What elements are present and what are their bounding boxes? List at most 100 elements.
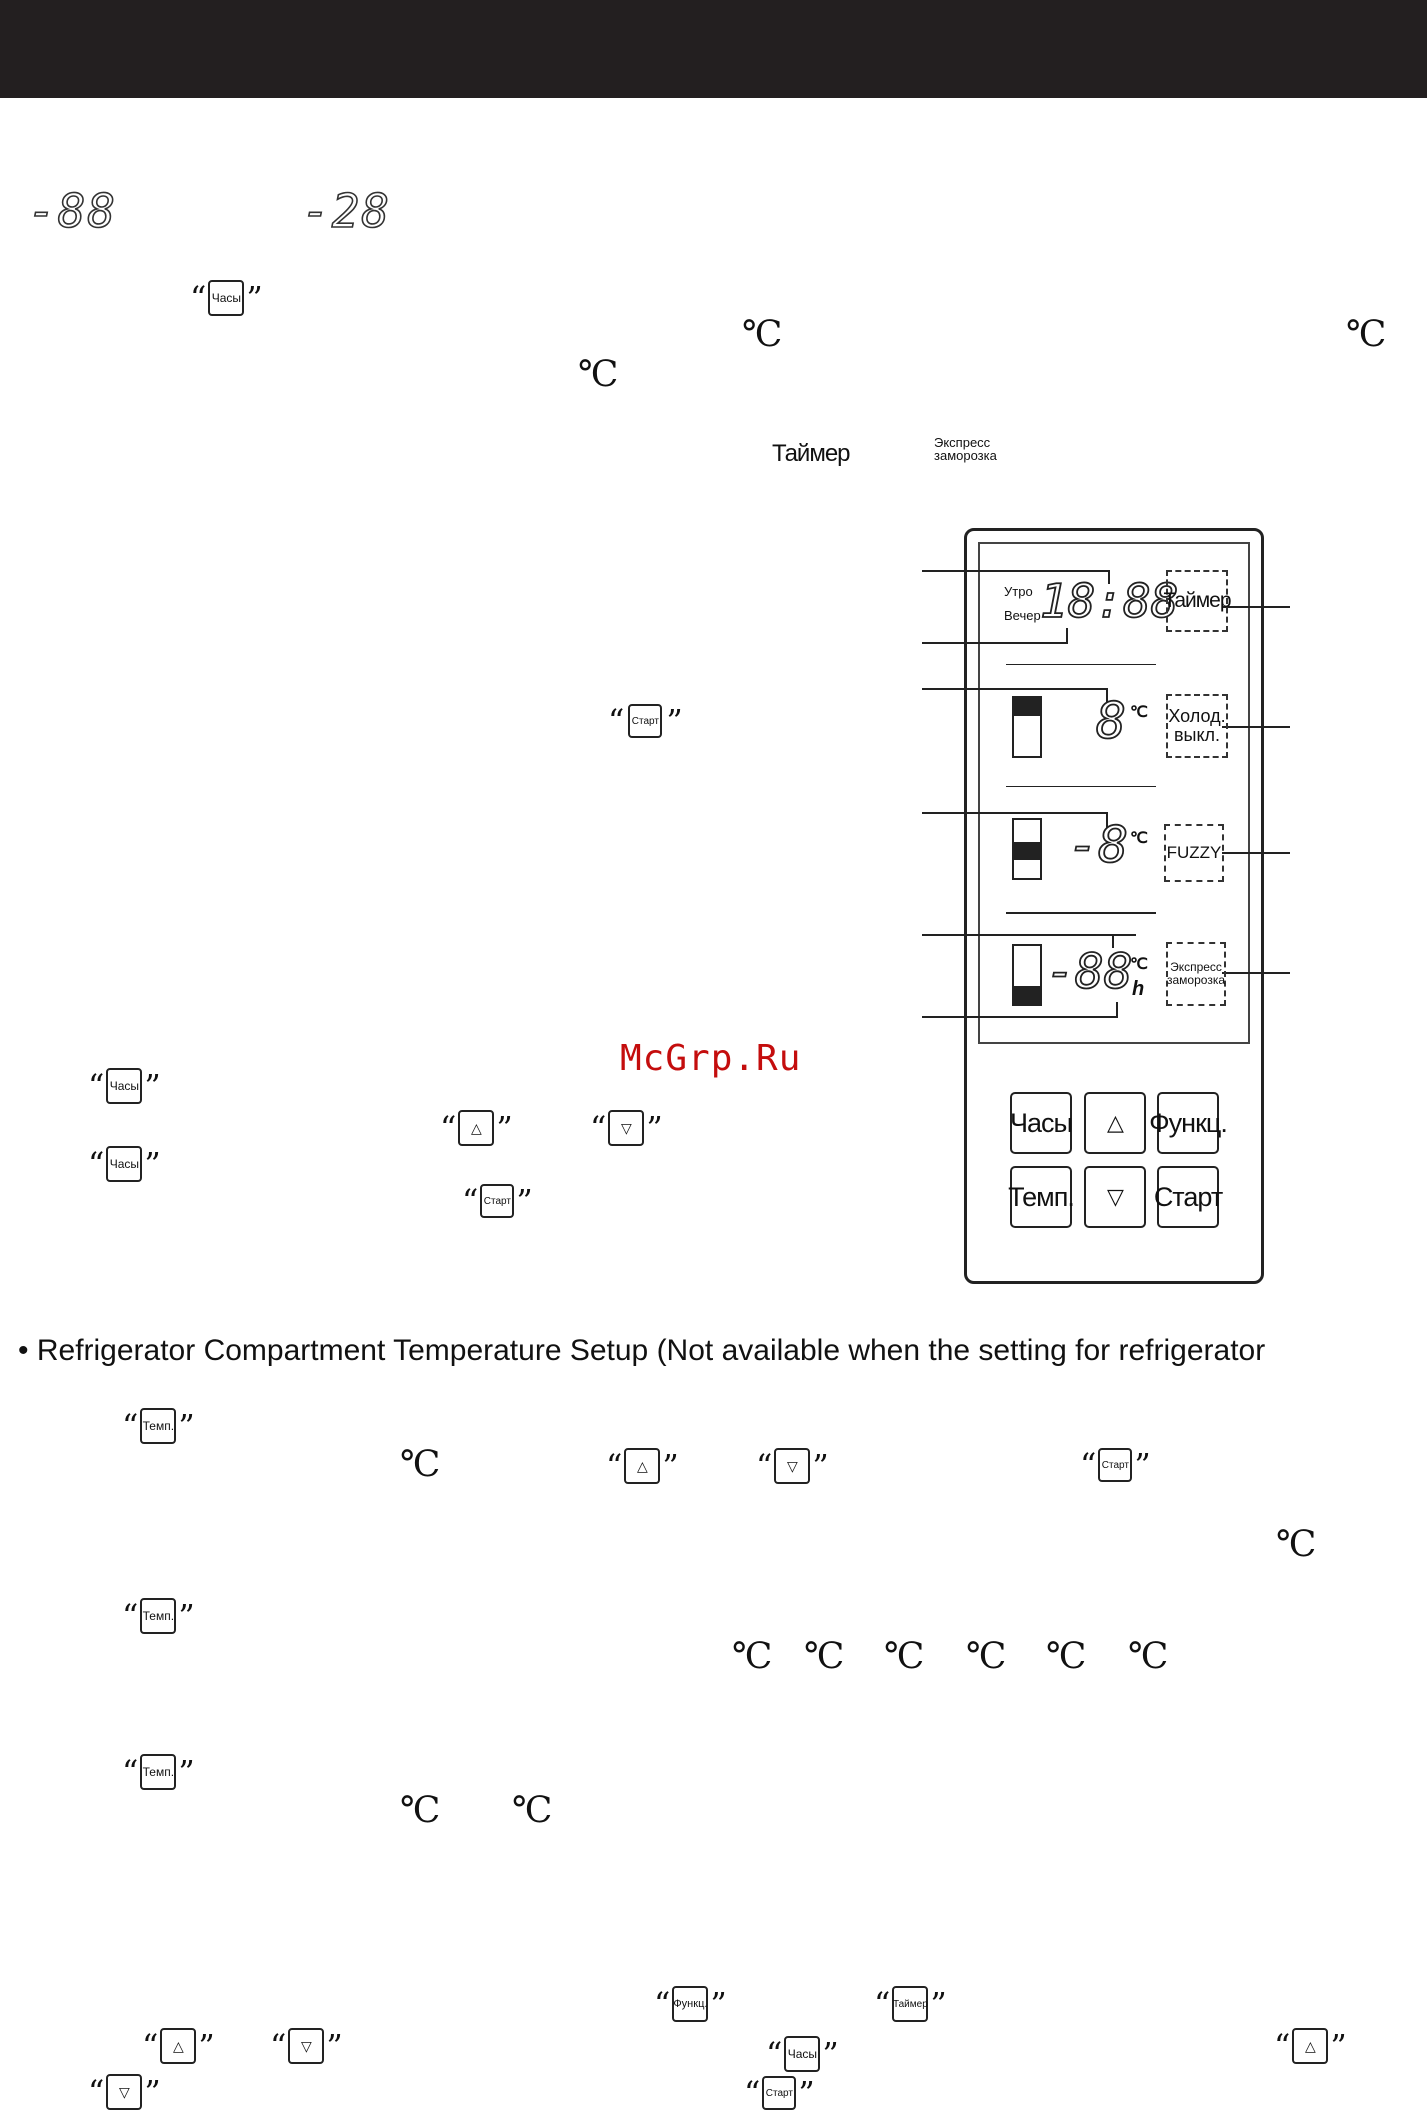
clock-key-icon: Часы xyxy=(784,2036,821,2072)
leader-line xyxy=(1222,606,1290,608)
clock-digits: 18:88 xyxy=(1039,574,1179,628)
close-quote: ” xyxy=(144,2073,161,2111)
freezer-deg-unit: ℃ xyxy=(1130,830,1148,847)
degree-symbol: ℃ xyxy=(512,1790,553,1831)
func-key-reference: “ Функц. ” xyxy=(654,1986,727,2022)
express-gauge-fill xyxy=(1014,986,1040,1004)
panel-start-button[interactable]: Старт xyxy=(1154,1166,1223,1228)
cool-off-indicator: Холод. выкл. xyxy=(1166,694,1228,758)
degree-symbol: ℃ xyxy=(1128,1636,1169,1677)
leader-line xyxy=(922,812,1108,814)
degree-symbol: ℃ xyxy=(400,1444,441,1485)
fridge-gauge xyxy=(1012,696,1042,758)
start-key-reference: “ Старт ” xyxy=(608,704,683,738)
open-quote: “ xyxy=(88,1067,105,1105)
open-quote: “ xyxy=(142,2027,159,2065)
clock-key-icon: Часы xyxy=(106,1068,143,1104)
header-bar xyxy=(0,0,1427,98)
leader-line xyxy=(1222,972,1290,974)
degree-symbol: ℃ xyxy=(400,1790,441,1831)
leader-line xyxy=(1222,726,1290,728)
display-screen xyxy=(978,542,1250,1044)
panel-func-button[interactable]: Функц. xyxy=(1149,1092,1228,1154)
close-quote: ” xyxy=(246,279,263,317)
open-quote: “ xyxy=(590,1109,607,1147)
up-key-reference: “ △ ” xyxy=(1274,2028,1347,2064)
start-key-icon: Старт xyxy=(1098,1448,1133,1482)
leader-line xyxy=(922,688,1108,690)
leader-line xyxy=(1222,852,1290,854)
leader-line xyxy=(1106,812,1108,828)
express-label-line1: Экспресс xyxy=(934,435,991,450)
open-quote: “ xyxy=(88,1145,105,1183)
temp-key-reference: “ Темп. ” xyxy=(122,1754,195,1790)
degree-symbol: ℃ xyxy=(1046,1636,1087,1677)
screen-divider xyxy=(1006,664,1156,665)
open-quote: “ xyxy=(122,1407,139,1445)
down-key-reference: “ ▽ ” xyxy=(88,2074,161,2110)
leader-line xyxy=(922,1016,1118,1018)
morning-label: Утро xyxy=(1004,584,1033,599)
start-key-icon: Старт xyxy=(480,1184,515,1218)
express-gauge xyxy=(1012,944,1042,1006)
section-heading: • Refrigerator Compartment Temperature S… xyxy=(18,1334,1266,1367)
close-quote: ” xyxy=(496,1109,513,1147)
open-quote: “ xyxy=(1274,2027,1291,2065)
leader-line xyxy=(1112,934,1114,948)
open-quote: “ xyxy=(874,1985,891,2023)
degree-symbol: ℃ xyxy=(1346,314,1387,355)
panel-down-button[interactable]: ▽ xyxy=(1084,1166,1146,1228)
open-quote: “ xyxy=(608,702,625,740)
down-key-icon: ▽ xyxy=(774,1448,811,1484)
close-quote: ” xyxy=(822,2035,839,2073)
close-quote: ” xyxy=(666,702,683,740)
clock-key-icon: Часы xyxy=(208,280,245,316)
open-quote: “ xyxy=(88,2073,105,2111)
express-label: Экспресс заморозка xyxy=(934,436,997,462)
degree-symbol: ℃ xyxy=(884,1636,925,1677)
close-quote: ” xyxy=(178,1407,195,1445)
panel-temp-button[interactable]: Темп. xyxy=(1008,1166,1075,1228)
close-quote: ” xyxy=(1330,2027,1347,2065)
temp-key-reference: “ Темп. ” xyxy=(122,1598,195,1634)
cool-off-line2: выкл. xyxy=(1173,725,1221,745)
leader-line xyxy=(1106,688,1108,702)
lcd-reading-right: -28 xyxy=(301,183,392,239)
cool-off-line1: Холод. xyxy=(1168,706,1226,727)
screen-divider xyxy=(1006,912,1156,914)
down-key-reference: “ ▽ ” xyxy=(590,1110,663,1146)
func-key-icon: Функц. xyxy=(672,1986,709,2022)
leader-line xyxy=(1066,628,1068,644)
leader-line xyxy=(922,642,1068,644)
up-key-icon: △ xyxy=(1292,2028,1329,2064)
express-indicator-line1: Экспресс xyxy=(1170,960,1222,975)
open-quote: “ xyxy=(190,279,207,317)
degree-symbol: ℃ xyxy=(1276,1524,1317,1565)
leader-line xyxy=(1116,1002,1118,1018)
up-key-reference: “ △ ” xyxy=(606,1448,679,1484)
start-key-reference: “ Старт ” xyxy=(462,1184,533,1218)
open-quote: “ xyxy=(122,1597,139,1635)
timer-indicator: Таймер xyxy=(1163,570,1232,632)
temp-key-icon: Темп. xyxy=(140,1598,177,1634)
fridge-deg-unit: ℃ xyxy=(1130,704,1148,721)
up-key-reference: “ △ ” xyxy=(440,1110,513,1146)
temp-key-icon: Темп. xyxy=(140,1754,177,1790)
screen-divider xyxy=(1006,786,1156,787)
temp-key-reference: “ Темп. ” xyxy=(122,1408,195,1444)
close-quote: ” xyxy=(144,1145,161,1183)
open-quote: “ xyxy=(440,1109,457,1147)
timer-key-reference: “ Таймер ” xyxy=(874,1986,947,2022)
close-quote: ” xyxy=(326,2027,343,2065)
close-quote: ” xyxy=(930,1985,947,2023)
temp-key-icon: Темп. xyxy=(140,1408,177,1444)
clock-key-reference: “ Часы ” xyxy=(766,2036,839,2072)
timer-label: Таймер xyxy=(772,440,851,467)
down-key-reference: “ ▽ ” xyxy=(270,2028,343,2064)
evening-label: Вечер xyxy=(1004,608,1041,623)
panel-clock-button[interactable]: Часы xyxy=(1010,1092,1073,1154)
watermark: McGrp.Ru xyxy=(620,1038,802,1079)
close-quote: ” xyxy=(798,2074,815,2112)
start-key-icon: Старт xyxy=(762,2076,797,2110)
panel-up-button[interactable]: △ xyxy=(1084,1092,1146,1154)
